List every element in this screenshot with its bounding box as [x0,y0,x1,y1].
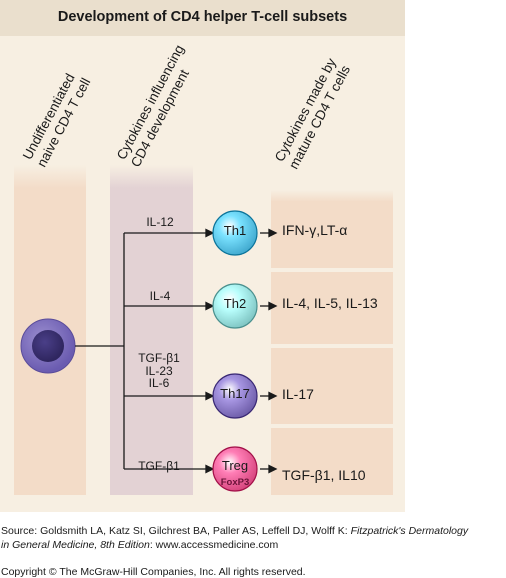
th17-output-cytokines: IL-17 [282,386,314,402]
arrows [124,228,278,474]
th1-cell [212,210,258,256]
source-url: : www.accessmedicine.com [149,539,279,551]
arrowhead [205,228,215,238]
arrowhead [268,228,278,238]
th2-cell [212,283,258,329]
diagram-title: Development of CD4 helper T-cell subsets [57,9,348,25]
copyright-notice: Copyright © The McGraw-Hill Companies, I… [1,566,306,578]
th1-input-cytokines: IL-12 [136,216,184,229]
treg-marker: FoxP3 [220,477,250,488]
output-row-2-bg [271,272,393,344]
connector-lines [75,233,125,469]
arrowhead [205,464,215,474]
treg-input-cytokines: TGF-β1 [131,460,187,473]
th17-label: Th17 [220,386,250,401]
arrowhead [268,391,278,401]
th2-label: Th2 [223,296,247,311]
input-cytokine: IL-6 [148,376,170,390]
th2-output-cytokines: IL-4, IL-5, IL-13 [282,295,378,311]
th1-output-cytokines: IFN-γ,LT-α [282,222,348,238]
treg-cell [212,446,258,492]
column-backgrounds [14,165,393,495]
source-book-edition: in General Medicine, 8th Edition [1,539,150,551]
input-cytokine: IL-23 [145,363,173,378]
source-prefix: Source: Goldsmith LA, Katz SI, Gilchrest… [1,525,351,537]
output-row-1-bg [271,190,393,268]
source-book-title: Fitzpatrick's Dermatology [350,525,469,537]
arrowhead [268,464,278,474]
output-row-3-bg [271,348,393,424]
diagram-panel: Development of CD4 helper T-cell subsets [0,0,405,512]
arrowhead [268,301,278,311]
th17-input-cytokines: TGF-β1 IL-23 IL-6 [131,352,187,390]
naive-t-cell [20,318,76,374]
treg-label: Treg [221,458,249,473]
th17-cell [212,373,258,419]
arrowhead [205,391,215,401]
subset-cells [212,210,258,492]
th2-input-cytokines: IL-4 [136,290,184,303]
arrowhead [205,301,215,311]
output-row-4-bg [271,428,393,495]
input-cytokine: IL-12 [146,215,174,229]
title-bar: Development of CD4 helper T-cell subsets [0,0,405,36]
th1-label: Th1 [223,223,247,238]
source-citation: Source: Goldsmith LA, Katz SI, Gilchrest… [1,524,468,552]
input-cytokine: TGF-β1 [138,351,180,365]
input-cytokine: TGF-β1 [138,459,180,473]
input-cytokine: IL-4 [149,289,171,303]
treg-output-cytokines: TGF-β1, IL10 [282,467,366,483]
